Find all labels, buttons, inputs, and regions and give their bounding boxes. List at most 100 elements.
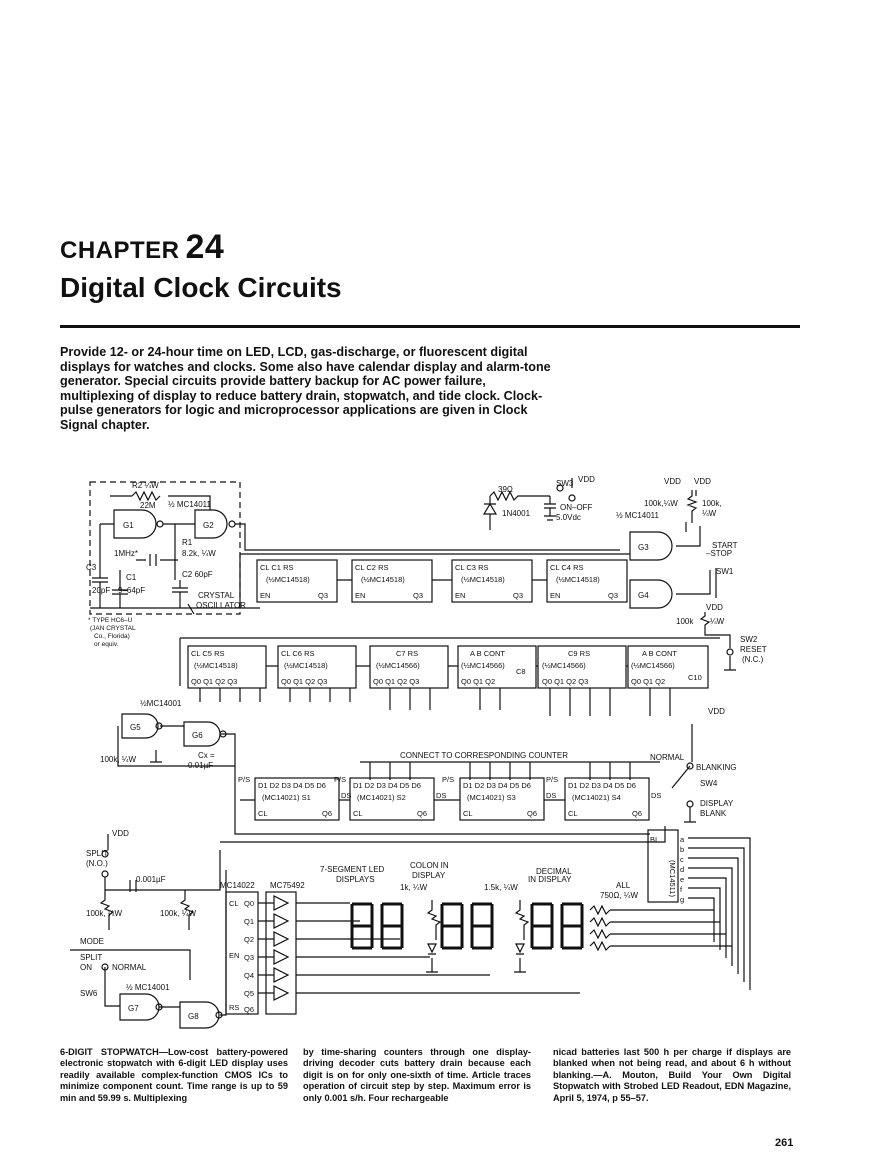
label-g1: G1: [123, 521, 134, 530]
crystal-x1: [136, 554, 178, 566]
label-drv-q2: Q2: [244, 935, 254, 944]
label-mc14022: MC14022: [220, 881, 255, 890]
label-split-no: (N.O.): [86, 859, 108, 868]
label-colon-display: DISPLAY: [412, 871, 446, 880]
label-1k: 1k, ¼W: [400, 883, 428, 892]
label-drv-q1: Q1: [244, 917, 254, 926]
r1c2-pins: CL C2 RS: [355, 563, 388, 572]
r2c3-ic: (½MC14566): [376, 661, 420, 670]
label-7seg: 7-SEGMENT LED: [320, 865, 385, 874]
gate-g1: [113, 509, 157, 539]
caption-column-1: 6-DIGIT STOPWATCH—Low-cost battery-power…: [60, 1047, 288, 1104]
r1c3-en: EN: [455, 591, 465, 600]
label-g2: G2: [203, 521, 214, 530]
l1-d: D1 D2 D3 D4 D5 D6: [258, 781, 326, 790]
label-5vdc: 5.0Vdc: [556, 513, 581, 522]
decoder-pin-b: b: [680, 845, 684, 854]
label-crystal: CRYSTAL: [198, 591, 235, 600]
label-normal: NORMAL: [650, 753, 685, 762]
label-20pf: 20pF: [92, 586, 110, 595]
label-in-display: IN DISPLAY: [528, 875, 572, 884]
l2-d: D1 D2 D3 D4 D5 D6: [353, 781, 421, 790]
l4-q: Q6: [632, 809, 642, 818]
label-note4: or equiv.: [94, 641, 119, 648]
r1c1-en: EN: [260, 591, 270, 600]
label-sw6: SW6: [80, 989, 98, 998]
chapter-number: 24: [185, 228, 225, 266]
label-mode: MODE: [80, 937, 104, 946]
label-g5: G5: [130, 723, 141, 732]
l3-d: D1 D2 D3 D4 D5 D6: [463, 781, 531, 790]
label-g8: G8: [188, 1012, 199, 1021]
r1c4-ic: (½MC14518): [556, 575, 600, 584]
label-blank-vdd: VDD: [708, 707, 725, 716]
label-22m: 22M: [140, 501, 156, 510]
split-mode-circuit: [70, 834, 227, 1029]
label-drv-en: EN: [229, 951, 239, 960]
label-c3: C3: [86, 563, 97, 572]
caption-text-1: —Low-cost battery-powered electronic sto…: [60, 1047, 288, 1103]
label-g5-r: 100k, ¼W: [100, 755, 136, 764]
l1-cl: CL: [258, 809, 268, 818]
label-sw2: SW2: [740, 635, 758, 644]
label-start: START: [712, 541, 738, 550]
l1-ic: (MC14021) S1: [262, 793, 311, 802]
caption-column-2: by time-sharing counters through one dis…: [303, 1047, 531, 1103]
r2c2-ic: (½MC14518): [284, 661, 328, 670]
label-sw4: SW4: [700, 779, 718, 788]
intro-paragraph: Provide 12- or 24-hour time on LED, LCD,…: [60, 345, 551, 432]
label-100k-bw: ¼W: [702, 509, 717, 518]
label-9-64pf: 9–64pF: [118, 586, 145, 595]
r2c6-c: C10: [688, 673, 702, 682]
label-vdd-3: VDD: [694, 477, 711, 486]
label-onoff: ON–OFF: [560, 503, 593, 512]
oscillator-box: [89, 481, 241, 615]
counter-mc14022: [225, 891, 259, 1015]
r2c4-pins: A B CONT: [470, 649, 505, 658]
label-displays: DISPLAYS: [336, 875, 375, 884]
label-750ohm: 750Ω, ¼W: [600, 891, 638, 900]
l3-ds: DS: [546, 791, 556, 800]
r1c2-q: Q3: [413, 591, 423, 600]
label-g5-ic: ½MC14001: [140, 699, 182, 708]
r2c1-pins: CL C5 RS: [191, 649, 224, 658]
label-g3: G3: [638, 543, 649, 552]
r2c6-pins: A B CONT: [642, 649, 677, 658]
label-g7: G7: [128, 1004, 139, 1013]
display-resistors: [426, 900, 530, 973]
label-split-vdd: VDD: [112, 829, 129, 838]
label-g6: G6: [192, 731, 203, 740]
label-all: ALL: [616, 881, 631, 890]
label-r2: R2 ¼W: [132, 481, 159, 490]
l4-cl: CL: [568, 809, 578, 818]
r1c3-q: Q3: [513, 591, 523, 600]
label-blank: BLANK: [700, 809, 727, 818]
label-g7-ic: ½ MC14001: [126, 983, 170, 992]
caption-column-3: nicad batteries last 500 h per charge if…: [553, 1047, 791, 1103]
label-reset: RESET: [740, 645, 767, 654]
r2c6-ic: (½MC14566): [631, 661, 675, 670]
label-100k-a: 100k,¼W: [644, 499, 678, 508]
decoder-mc14511: [647, 829, 679, 903]
l3-ps: P/S: [442, 775, 454, 784]
l3-cl: CL: [463, 809, 473, 818]
label-drv-q6: Q6: [244, 1005, 254, 1014]
r2c4-q: Q0 Q1 Q2: [461, 677, 495, 686]
decoder-pin-f: f: [680, 885, 683, 894]
r2c3-pins: C7 RS: [396, 649, 418, 658]
label-reset-rw: ¼W: [710, 617, 725, 626]
label-split-cap: 0.001µF: [136, 875, 166, 884]
chapter-title: Digital Clock Circuits: [60, 272, 342, 303]
label-osc-ic: ½ MC14011: [168, 500, 212, 509]
r1c2-ic: (½MC14518): [361, 575, 405, 584]
r1c3-ic: (½MC14518): [461, 575, 505, 584]
label-mc75492: MC75492: [270, 881, 305, 890]
label-nc: (N.C.): [742, 655, 764, 664]
label-blanking: BLANKING: [696, 763, 736, 772]
label-decoder-ic: (MC14511): [668, 860, 677, 897]
r2c2-q: Q0 Q1 Q2 Q3: [281, 677, 327, 686]
schematic-svg: R2 ¼W 22M ½ MC14011 G1 G2 R1 8.2k, ¼W 1M…: [70, 475, 767, 1029]
l4-ps: P/S: [546, 775, 558, 784]
l3-q: Q6: [527, 809, 537, 818]
row1-counters: [239, 549, 630, 608]
